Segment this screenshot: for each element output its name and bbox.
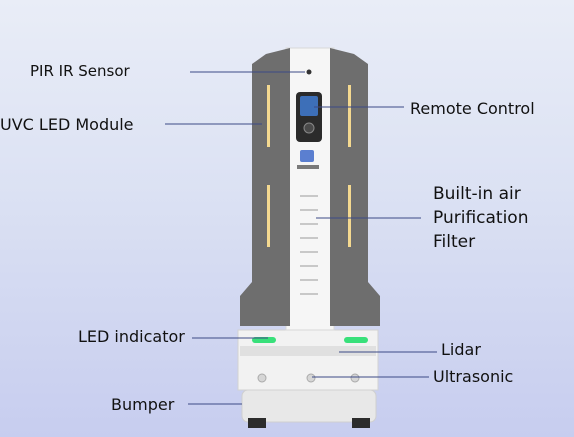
uvc-led-strip-right-lower	[348, 185, 351, 247]
label-pir-ir-sensor: PIR IR Sensor	[30, 62, 130, 80]
foot-left	[248, 418, 266, 428]
lidar-band	[240, 346, 376, 356]
led-strip-right	[344, 337, 368, 343]
foot-right	[352, 418, 370, 428]
label-remote-control: Remote Control	[410, 99, 535, 118]
label-ultrasonic: Ultrasonic	[433, 367, 514, 386]
uvc-led-strip-left-lower	[267, 185, 270, 247]
logo-mark	[300, 150, 314, 162]
pir-sensor	[306, 69, 312, 75]
remote-button	[303, 122, 315, 134]
uvc-led-strip-right-upper	[348, 85, 351, 147]
label-air-purification-filter: Built-in air Purification Filter	[433, 184, 529, 252]
uvc-panel-left	[240, 48, 290, 326]
label-uvc-led-module: UVC LED Module	[0, 115, 134, 134]
uvc-led-strip-left-upper	[267, 85, 270, 147]
center-column	[285, 47, 335, 331]
logo-text-mark	[297, 165, 319, 169]
label-bumper: Bumper	[111, 395, 175, 414]
ultrasonic-sensor-right	[350, 373, 360, 383]
filter-vents	[300, 195, 318, 295]
uvc-panel-right	[330, 48, 380, 326]
ultrasonic-sensor-center	[306, 373, 316, 383]
label-led-indicator: LED indicator	[78, 327, 185, 346]
remote-screen	[300, 96, 318, 116]
label-lidar: Lidar	[441, 340, 481, 359]
bumper-base	[241, 389, 377, 423]
ultrasonic-sensor-left	[257, 373, 267, 383]
